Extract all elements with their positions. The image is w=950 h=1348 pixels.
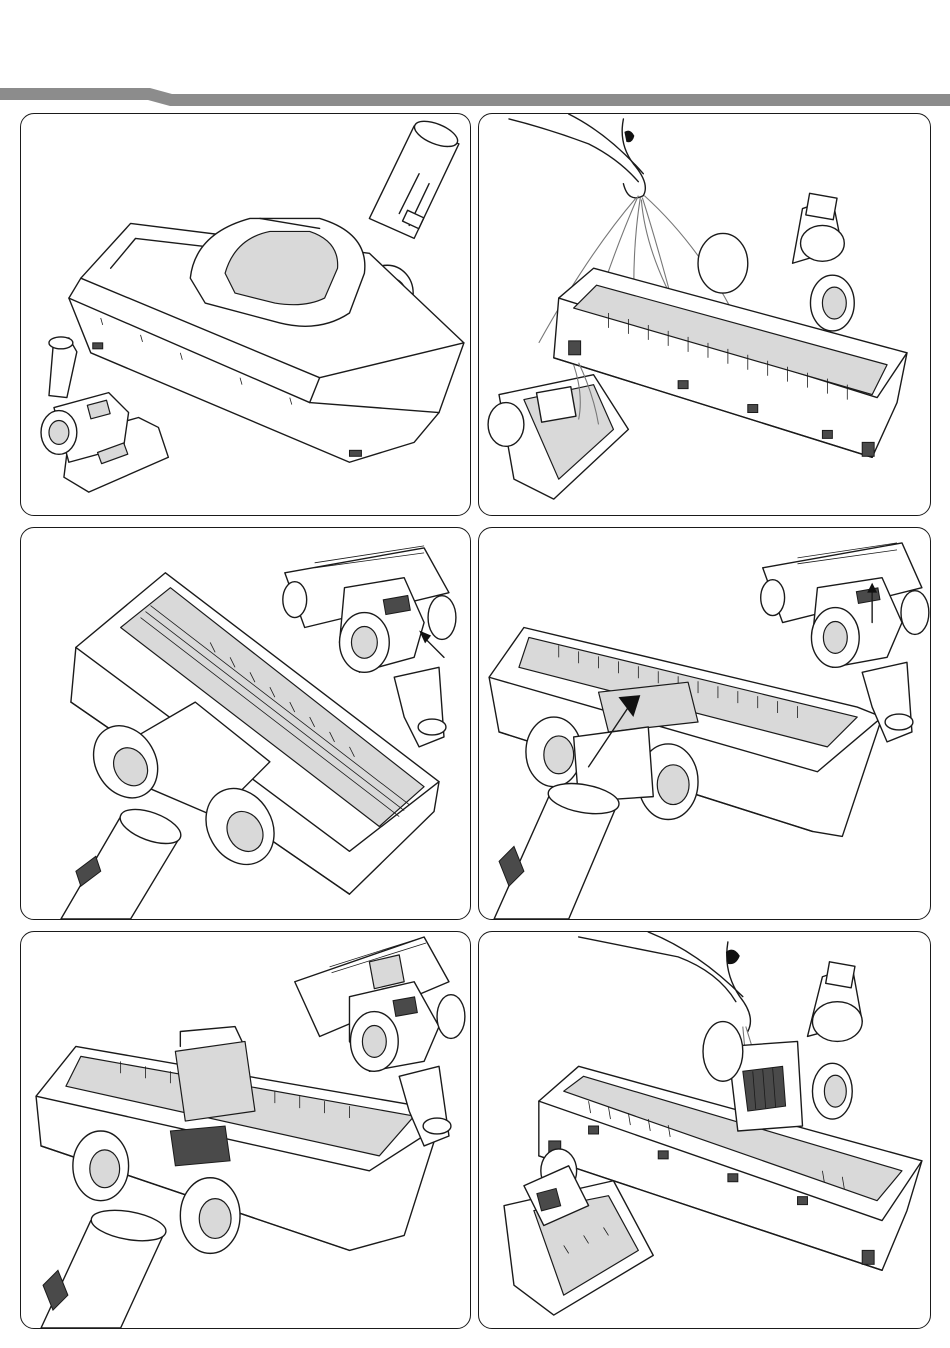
illustration-panel-6 (478, 931, 931, 1329)
illustration-panel-1 (20, 113, 471, 516)
open-cover-turbine-icon (21, 932, 470, 1328)
illustration-panel-4 (478, 527, 931, 920)
turbo-brush-nozzle-icon (21, 114, 470, 515)
illustration-panel-2 (478, 113, 931, 516)
illustration-panel-3 (20, 527, 471, 920)
hand-cleaning-turbine-icon (479, 932, 930, 1328)
header-bar (0, 0, 950, 110)
release-cover-button-icon (21, 528, 470, 919)
hand-removing-threads-icon (479, 114, 930, 515)
illustration-panel-5 (20, 931, 471, 1329)
push-cover-arrow-icon (479, 528, 930, 919)
